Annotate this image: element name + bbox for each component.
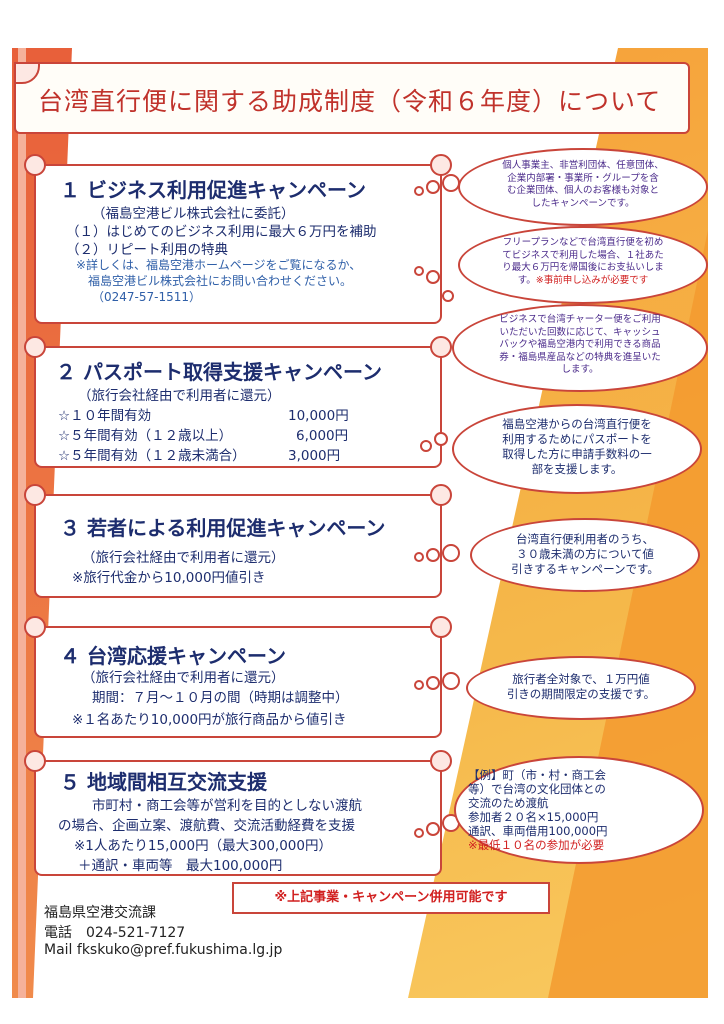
cloud-callout-7 <box>454 756 704 864</box>
bubble-dot <box>426 180 440 194</box>
section-4-line: ※１名あたり10,000円が旅行商品から値引き <box>72 712 347 728</box>
scroll-curl-icon <box>24 154 46 176</box>
cloud-1-text: 個人事業主、非営利団体、任意団体、企業内部署・事業所・グループを含む企業団体、個… <box>502 160 664 209</box>
bubble-dot <box>442 544 460 562</box>
bubble-dot <box>420 440 432 452</box>
cloud-3-text: ビジネスで台湾チャーター便をご利用いただいた回数に応じて、キャッシュバックや福島… <box>499 314 661 375</box>
bubble-dot <box>426 676 440 690</box>
section-4-title: ４ 台湾応援キャンペーン <box>60 644 286 668</box>
section-3-title: ３ 若者による利用促進キャンペーン <box>60 516 386 540</box>
scroll-curl-icon <box>430 750 452 772</box>
section-5-panel <box>24 750 452 876</box>
section-4-line: 期間：７月～１０月の間（時期は調整中） <box>92 690 349 706</box>
scroll-curl-icon <box>430 154 452 176</box>
cloud-callout-6 <box>466 656 696 720</box>
scroll-curl-icon <box>430 484 452 506</box>
bubble-dot <box>442 290 454 302</box>
title-fold-icon <box>14 62 40 84</box>
bubble-dot <box>426 548 440 562</box>
section-1-note: ※詳しくは、福島空港ホームページをご覧になるか、 <box>76 258 362 272</box>
section-2-item-amount: 3,000円 <box>288 448 341 464</box>
cloud-5-text: 台湾直行便利用者のうち、３０歳未満の方について値引きするキャンペーンです。 <box>511 532 659 576</box>
section-2-item-label: ☆５年間有効（１２歳以上） <box>58 428 233 444</box>
section-2-item-amount: 6,000円 <box>296 428 349 444</box>
section-2-line: （旅行会社経由で利用者に還元） <box>78 388 281 404</box>
section-5-line: の場合、企画立案、渡航費、交流活動経費を支援 <box>58 818 355 834</box>
bubble-dot <box>414 266 424 276</box>
scroll-curl-icon <box>430 616 452 638</box>
cloud-6-text: 旅行者全対象で、１万円値引きの期間限定の支援です。 <box>506 672 656 701</box>
section-1-line: （福島空港ビル株式会社に委託） <box>92 206 295 222</box>
scroll-curl-icon <box>24 616 46 638</box>
contact-tel: 電話 024-521-7127 <box>44 925 186 941</box>
section-5-line: ※1人あたり15,000円（最大300,000円） <box>74 838 332 854</box>
bubble-dot <box>414 828 424 838</box>
scroll-curl-icon <box>430 336 452 358</box>
combined-use-note: ※上記事業・キャンペーン併用可能です <box>232 882 550 914</box>
section-3-line: （旅行会社経由で利用者に還元） <box>82 550 285 566</box>
section-1-panel <box>24 154 452 324</box>
section-5-line: ＋通訳・車両等 最大100,000円 <box>78 858 283 874</box>
cloud-callout-5 <box>470 518 700 592</box>
cloud-callout-2 <box>458 226 708 304</box>
cloud-callout-4 <box>452 404 702 494</box>
section-1-title: １ ビジネス利用促進キャンペーン <box>60 178 366 202</box>
section-1-line: （１）はじめてのビジネス利用に最大６万円を補助 <box>66 224 377 240</box>
bubble-dot <box>414 186 424 196</box>
section-5-line: 市町村・商工会等が営利を目的としない渡航 <box>92 798 362 814</box>
section-2-item-label: ☆１０年間有効 <box>58 408 152 424</box>
section-2-item-label: ☆５年間有効（１２歳未満合） <box>58 448 246 464</box>
section-2-title: ２ パスポート取得支援キャンペーン <box>56 360 382 384</box>
section-3-line: ※旅行代金から10,000円値引き <box>72 570 266 586</box>
bubble-dot <box>426 270 440 284</box>
cloud-4-text: 福島空港からの台湾直行便を利用するためにパスポートを取得した方に申請手数料の一部… <box>502 417 652 476</box>
section-5-title: ５ 地域間相互交流支援 <box>60 770 267 794</box>
bubble-dot <box>426 822 440 836</box>
bubble-dot <box>414 552 424 562</box>
cloud-2-text: フリープランなどで台湾直行便を初めてビジネスで利用した場合、１社あたり最大６万円… <box>502 237 664 286</box>
section-3-panel <box>24 484 452 598</box>
bubble-dot <box>414 680 424 690</box>
bubble-dot <box>434 432 448 446</box>
bg-strip-left <box>18 48 26 998</box>
section-1-note: （0247-57-1511） <box>92 290 202 304</box>
section-1-line: （２）リピート利用の特典 <box>66 242 228 258</box>
title-banner: 台湾直行便に関する助成制度（令和６年度）について <box>14 62 690 134</box>
section-2-item-amount: 10,000円 <box>288 408 349 424</box>
section-4-line: （旅行会社経由で利用者に還元） <box>82 670 285 686</box>
cloud-callout-3 <box>452 304 708 392</box>
page-title: 台湾直行便に関する助成制度（令和６年度）について <box>38 87 662 116</box>
cloud-callout-1 <box>458 148 708 226</box>
cloud-7-text: 【例】町（市・村・商工会等）で台湾の文化団体との交流のため渡航 参加者２０名×1… <box>468 768 608 852</box>
scroll-curl-icon <box>24 750 46 772</box>
scroll-curl-icon <box>24 336 46 358</box>
contact-mail[interactable]: Mail fkskuko@pref.fukushima.lg.jp <box>44 942 283 958</box>
bubble-dot <box>442 672 460 690</box>
section-4-panel <box>24 616 452 738</box>
section-2-panel <box>24 336 452 468</box>
scroll-curl-icon <box>24 484 46 506</box>
section-1-note: 福島空港ビル株式会社にお問い合わせください。 <box>88 274 353 288</box>
contact-dept: 福島県空港交流課 <box>44 905 156 921</box>
